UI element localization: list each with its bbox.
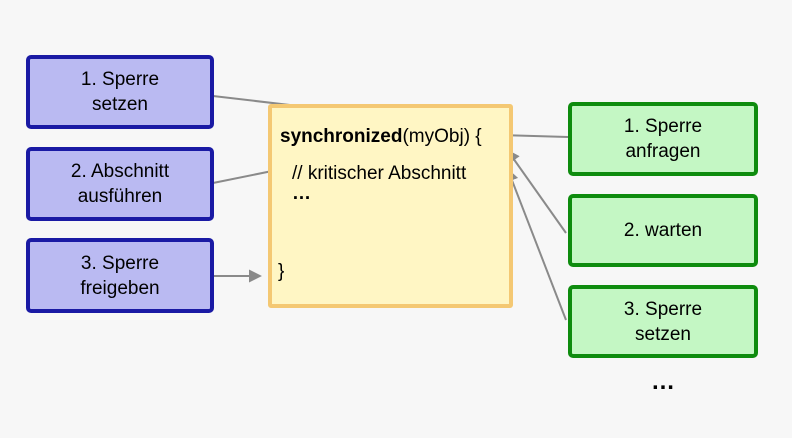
left-step-1-line-1: 1. Sperre bbox=[80, 69, 160, 90]
code-line-comment: // kritischer Abschnitt bbox=[292, 163, 467, 184]
left-step-1-line-2: setzen bbox=[92, 94, 148, 115]
right-step-1-line-2: anfragen bbox=[625, 141, 701, 162]
arrow-sperre-setzen-right-to-code-edge bbox=[505, 168, 567, 321]
left-step-3-line-2: freigeben bbox=[80, 277, 160, 299]
code-line-closing-brace: } bbox=[278, 261, 285, 282]
left-step-3-line-1: 3. Sperre bbox=[80, 252, 160, 274]
code-keyword: synchronized bbox=[280, 126, 403, 147]
left-step-sperre-freigeben: 3. Sperre freigeben bbox=[26, 238, 214, 313]
right-step-3-line-1: 3. Sperre bbox=[623, 298, 703, 320]
right-step-3-line-2: setzen bbox=[635, 323, 691, 345]
right-step-sperre-anfragen: 1. Sperre anfragen bbox=[568, 102, 758, 176]
synchronized-code-block: synchronized(myObj) { // kritischer Absc… bbox=[268, 104, 513, 308]
code-call-rest: (myObj) { bbox=[402, 126, 482, 147]
right-step-warten: 2. warten bbox=[568, 194, 758, 267]
left-step-sperre-setzen: 1. Sperre setzen bbox=[26, 55, 214, 129]
arrow-warten-to-code-edge bbox=[506, 149, 567, 234]
code-line-ellipsis: … bbox=[292, 183, 311, 204]
right-step-1-line-1: 1. Sperre bbox=[623, 116, 703, 137]
code-line-synchronized: synchronized(myObj) { bbox=[280, 125, 482, 149]
right-column-more-ellipsis: … bbox=[651, 368, 675, 395]
left-step-2-line-2: ausführen bbox=[77, 186, 163, 207]
left-step-2-line-1: 2. Abschnitt bbox=[70, 161, 170, 182]
right-step-sperre-setzen: 3. Sperre setzen bbox=[568, 285, 758, 358]
right-step-2-line-1: 2. warten bbox=[623, 220, 703, 241]
left-step-abschnitt-ausfuehren: 2. Abschnitt ausführen bbox=[26, 147, 214, 221]
